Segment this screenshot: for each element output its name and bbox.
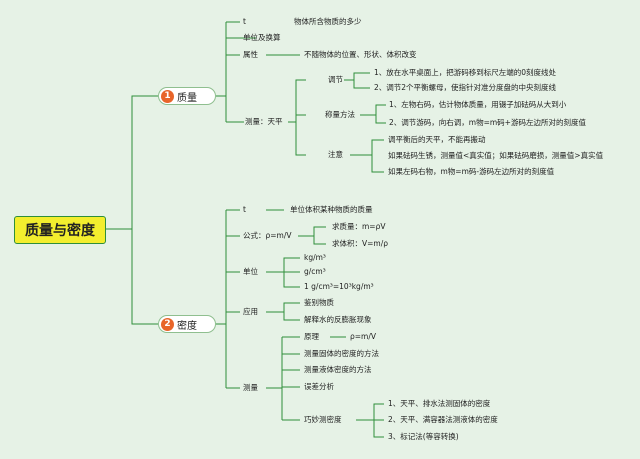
- error-analysis: 误差分析: [304, 382, 334, 391]
- clever-1: 1、天平、排水法测固体的密度: [388, 399, 491, 408]
- apply-identify: 鉴别物质: [304, 298, 334, 307]
- weigh-method: 称量方法: [325, 110, 355, 119]
- density-definition: 单位体积某种物质的质量: [290, 205, 373, 214]
- weigh-step-1: 1、左物右码，估计物体质量，用镊子加砝码从大到小: [389, 100, 567, 109]
- density-formula: 公式：ρ=m/V: [243, 231, 292, 240]
- density-number-badge: 2: [161, 317, 174, 331]
- adjust: 调节: [328, 75, 343, 84]
- weigh-step-2: 2、调节游码，向右调，m物=m码+游码左边所对的刻度值: [389, 118, 586, 127]
- density-label: 密度: [177, 320, 197, 332]
- unit-conversion: 1 g/cm³=10³kg/m³: [304, 282, 374, 291]
- measure-liquid: 测量液体密度的方法: [304, 365, 372, 374]
- unit-g-cm3: g/cm³: [304, 267, 326, 276]
- note-3: 如果左码右物，m物=m码-游码左边所对的刻度值: [388, 167, 555, 176]
- density-apply: 应用: [243, 307, 258, 316]
- density-unit: 单位: [243, 267, 258, 276]
- formula-mass: 求质量：m=ρV: [332, 222, 386, 231]
- principle-value: ρ=m/V: [350, 332, 377, 341]
- adjust-step-1: 1、放在水平桌面上，把游码移到标尺左端的0刻度线处: [374, 68, 557, 77]
- principle: 原理: [304, 332, 319, 341]
- note: 注意: [328, 150, 343, 159]
- clever-measure: 巧妙测密度: [304, 415, 342, 424]
- clever-2: 2、天平、满容器法测液体的密度: [388, 415, 498, 424]
- density-node: 2 密度: [158, 315, 216, 333]
- mass-property: 属性: [243, 50, 258, 59]
- note-2: 如果砝码生锈，测量值<真实值；如果砝码磨损，测量值>真实值: [388, 151, 604, 160]
- measure-solid: 测量固体的密度的方法: [304, 349, 379, 358]
- mass-unit: 单位及换算: [243, 33, 281, 42]
- density-measure: 测量: [243, 383, 258, 392]
- mass-node: 1 质量: [158, 87, 216, 105]
- formula-volume: 求体积：V=m/ρ: [332, 239, 389, 248]
- root-node: 质量与密度: [14, 216, 106, 244]
- adjust-step-2: 2、调节2个平衡螺母，使指针对准分度盘的中央刻度线: [374, 83, 557, 92]
- mass-property-desc: 不随物体的位置、形状、体积改变: [304, 50, 417, 59]
- mass-measure: 测量：天平: [245, 117, 283, 126]
- mass-definition: 物体所含物质的多少: [294, 17, 362, 26]
- clever-3: 3、标记法(等容转换): [388, 432, 459, 441]
- note-1: 调平衡后的天平，不能再搬动: [388, 135, 486, 144]
- mass-number-badge: 1: [161, 89, 174, 103]
- apply-water: 解释水的反膨胀现象: [304, 315, 372, 324]
- unit-kg-m3: kg/m³: [304, 253, 326, 262]
- density-t: t: [243, 205, 246, 214]
- mass-t: t: [243, 17, 246, 26]
- mass-label: 质量: [177, 92, 197, 104]
